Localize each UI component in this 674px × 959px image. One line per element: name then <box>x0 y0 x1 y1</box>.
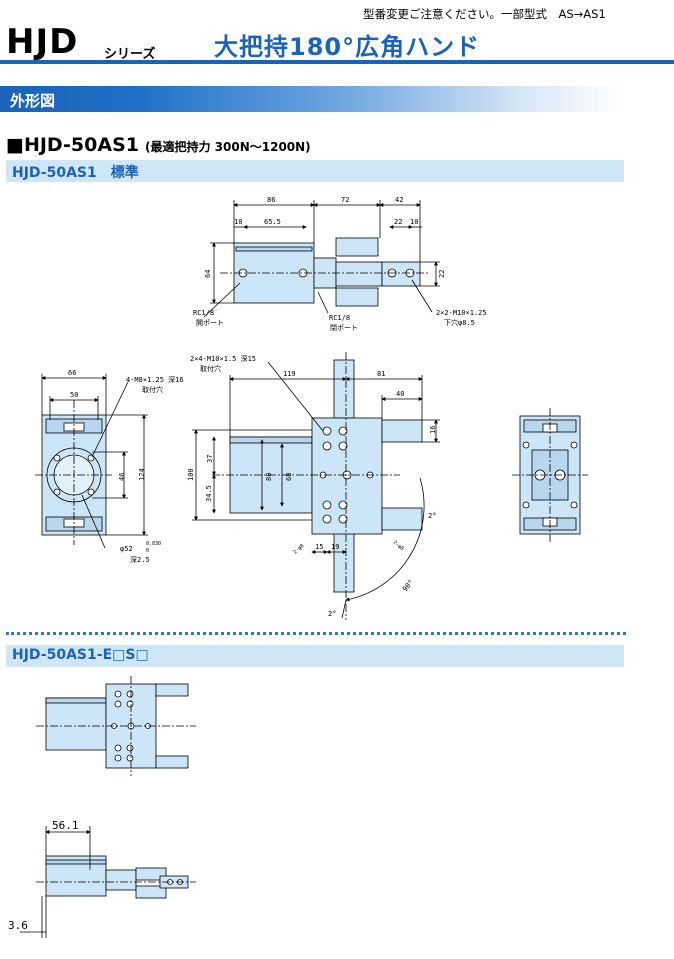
dim-22v: 22 <box>438 270 446 278</box>
section-title: 外形図 <box>10 92 56 110</box>
tolerance-upper: 0.030 <box>146 541 161 547</box>
dim-10a: 10 <box>234 218 242 226</box>
dim-40: 40 <box>396 390 404 398</box>
end-view-drawing <box>512 408 588 542</box>
dim-64: 64 <box>204 270 212 278</box>
variant-bar-option <box>6 645 624 667</box>
phi52-label: φ52 <box>120 545 133 553</box>
dim-100: 100 <box>187 468 195 481</box>
variant-title-option: HJD-50AS1-E□S□ <box>12 647 149 663</box>
dim-22: 22 <box>394 218 402 226</box>
open-port-label: 開ポート <box>196 319 224 327</box>
tap-label: 2×2-M10×1.25 <box>436 309 487 317</box>
dim-124: 124 <box>138 468 146 481</box>
dim-42: 42 <box>395 196 403 204</box>
dim-19: 19 <box>331 543 339 551</box>
variant-title-standard: HJD-50AS1 標準 <box>12 165 139 181</box>
series-suffix: シリーズ <box>104 47 156 62</box>
phi8-label-b: 2-φ8 <box>392 540 405 552</box>
front-mount-label: 取付穴 <box>200 364 221 373</box>
angle-2-upper: 2° <box>428 512 436 520</box>
dim-119: 119 <box>283 370 296 378</box>
grip-force: (最適把持力 300N～1200N) <box>144 140 311 154</box>
angle-90: 90° <box>401 578 415 593</box>
dim-3-6: 3.6 <box>8 919 28 932</box>
header-rule <box>0 60 674 64</box>
depth-label: 深2.5 <box>130 555 150 564</box>
dim-66: 66 <box>68 369 76 377</box>
dim-34-5: 34.5 <box>205 485 213 502</box>
side-view-drawing: 66 50 46 124 4-M8×1.25 深16 取付穴 φ52 0.030… <box>35 369 184 564</box>
model-change-notice: 型番変更ご注意ください。一部型式 AS→AS1 <box>363 7 606 21</box>
model-name: ■HJD-50AS1 <box>6 134 139 156</box>
front-view-drawing: 2×4-M10×1.5 深15 取付穴 119 81 40 16 100 37 … <box>187 352 440 620</box>
dim-56-1: 56.1 <box>52 819 79 832</box>
dim-81: 81 <box>377 370 385 378</box>
pilot-hole-label: 下穴φ8.5 <box>444 318 475 327</box>
dim-86: 86 <box>267 196 275 204</box>
option-front-drawing <box>36 676 196 776</box>
rc1-label: RC1/8 <box>193 309 214 317</box>
mount-hole-label: 取付穴 <box>142 385 163 394</box>
dim-68: 68 <box>285 473 293 481</box>
dim-46: 46 <box>118 473 126 481</box>
dim-10b: 10 <box>410 218 418 226</box>
product-headline: 大把持180°広角ハンド <box>214 33 481 61</box>
option-top-drawing: 56.1 3.6 <box>8 819 196 938</box>
dim-65-5: 65.5 <box>264 218 281 226</box>
close-port-label: 閉ポート <box>330 324 358 332</box>
tolerance-lower: 0 <box>146 548 149 554</box>
dim-80: 80 <box>265 473 273 481</box>
variant-bar-standard <box>6 160 624 182</box>
model-heading: ■HJD-50AS1 (最適把持力 300N～1200N) <box>6 134 311 156</box>
phi8-label-a: 2-φ8 <box>292 543 305 555</box>
dim-37: 37 <box>206 455 214 463</box>
m8-label: 4-M8×1.25 深16 <box>126 375 184 384</box>
section-bar <box>0 86 624 112</box>
dim-15: 15 <box>315 543 323 551</box>
dim-72: 72 <box>341 196 349 204</box>
dim-16: 16 <box>429 426 437 434</box>
m10-label: 2×4-M10×1.5 深15 <box>190 354 256 363</box>
angle-2-lower: 2° <box>328 610 336 618</box>
section-divider <box>6 632 626 635</box>
rc2-label: RC1/8 <box>329 314 350 322</box>
dim-50: 50 <box>70 391 78 399</box>
series-code: HJD <box>6 22 79 62</box>
top-view-drawing: 86 72 42 10 65.5 22 10 64 22 RC1/8 開ポート … <box>193 196 487 332</box>
